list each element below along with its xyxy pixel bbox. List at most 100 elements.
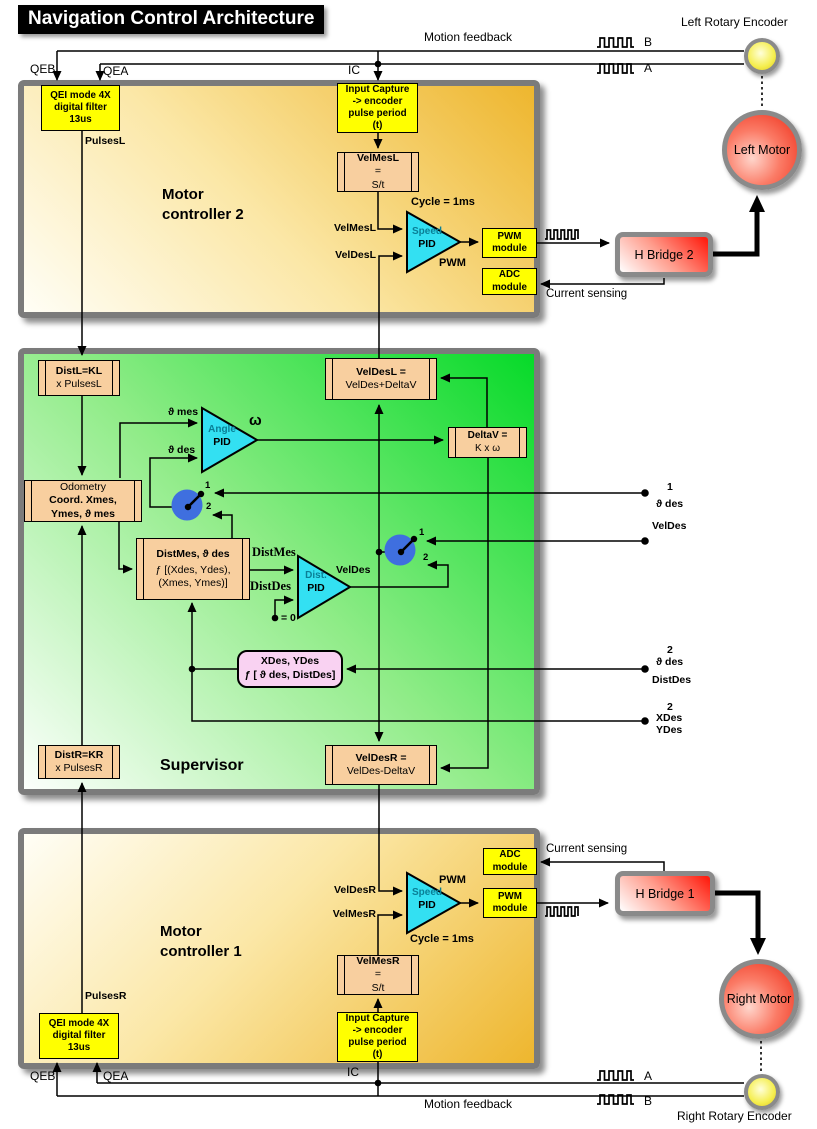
- angle-pid-word: PID: [213, 436, 231, 448]
- terminal-dot-theta-des-2: [641, 665, 649, 673]
- veldesr-register-sup: VelDesR = VelDes-DeltaV: [325, 745, 437, 785]
- pink-line2: ƒ [ ϑ des, DistDes]: [244, 669, 336, 681]
- deltav-line1: DeltaV =: [467, 430, 508, 441]
- odometry-line1: Odometry: [59, 481, 107, 494]
- terminal4-signal: XDes: [656, 712, 683, 724]
- velmesr-input-label: VelMesR: [332, 908, 376, 920]
- left-motor: Left Motor: [722, 110, 802, 190]
- omega-label: ω: [249, 412, 262, 429]
- angle-pid-triangle: [201, 406, 259, 474]
- terminal3-number: 2: [667, 644, 673, 656]
- velmesl-line1: VelMesL: [356, 152, 400, 165]
- theta-mes-line: [119, 418, 198, 478]
- motion-feedback-label-top: Motion feedback: [424, 30, 513, 44]
- velmesr-line2: =: [374, 968, 382, 981]
- f-coordinates-register: DistMes, ϑ des ƒ [(Xdes, Ydes), (Xmes, Y…: [136, 538, 250, 600]
- cycle-label-bottom: Cycle = 1ms: [410, 933, 474, 945]
- right-rotary-encoder-label: Right Rotary Encoder: [677, 1109, 792, 1123]
- dist-word: Dist.: [305, 570, 327, 581]
- qeb-label-top: QEB: [30, 62, 56, 76]
- ic-label-bottom: IC: [347, 1065, 359, 1079]
- square-wave-icon-a-top: [597, 63, 634, 74]
- terminal3-signal2: DistDes: [652, 674, 692, 686]
- veldesr-sup-line1: VelDesR =: [355, 751, 407, 764]
- speed-word-right: Speed: [411, 887, 442, 898]
- h-bridge-1: H Bridge 1: [615, 871, 715, 916]
- square-wave-icon-b-top: [597, 37, 634, 48]
- hbridge2-to-motor-arrow: [711, 195, 765, 257]
- pulsesl-label: PulsesL: [85, 135, 126, 147]
- switch1-pos1-label: 1: [205, 480, 211, 491]
- wave-b-label-bottom: B: [644, 1094, 653, 1108]
- pwm-wave-icon-top: [545, 229, 579, 240]
- h-bridge-1-label: H Bridge 1: [635, 886, 695, 901]
- velmesr-line3: S/t: [371, 981, 385, 994]
- right-rotary-encoder: [744, 1074, 780, 1110]
- speed-pid-label-right: Speed PID: [406, 887, 448, 912]
- switch2-pos1-label: 1: [419, 527, 425, 538]
- current-sensing-line-top: [540, 278, 665, 289]
- wave-b-label-top: B: [644, 35, 653, 49]
- qei-box-right: QEI mode 4X digital filter 13us: [39, 1013, 119, 1059]
- fbox-line1: DistMes, ϑ des: [156, 547, 230, 560]
- square-wave-icon-a-bottom: [597, 1070, 634, 1081]
- veldes-output-line: [350, 560, 449, 588]
- motor-controller-2-title: Motor controller 2: [162, 186, 244, 223]
- distr-line2: x PulsesR: [55, 762, 103, 774]
- distr-register: DistR=KR x PulsesR: [38, 745, 120, 779]
- left-motor-label: Left Motor: [733, 143, 791, 157]
- distl-register: DistL=KL x PulsesL: [38, 360, 120, 396]
- angle-word: Angle: [208, 424, 236, 435]
- qea-label-top: QEA: [103, 64, 129, 78]
- ic-label-top: IC: [348, 63, 360, 77]
- terminal4-number: 2: [667, 701, 673, 713]
- page-title: Navigation Control Architecture: [18, 5, 325, 34]
- speed-pid-label-left: Speed PID: [406, 226, 448, 251]
- right-motor: Right Motor: [719, 959, 799, 1039]
- left-rotary-encoder-label: Left Rotary Encoder: [681, 15, 788, 29]
- terminal4-signal2: YDes: [656, 724, 683, 736]
- veldes-label: VelDes: [336, 564, 371, 576]
- pwm-label-bottom: PWM: [439, 874, 466, 886]
- left-rotary-encoder: [744, 38, 780, 74]
- veldesr-sup-line2: VelDes-DeltaV: [346, 765, 416, 777]
- cycle-label-top: Cycle = 1ms: [411, 196, 475, 208]
- pwm-label-top: PWM: [439, 257, 466, 269]
- hbridge1-to-motor-arrow: [715, 890, 766, 955]
- veldesl-sup-line1: VelDesL =: [356, 365, 406, 378]
- qei-box-left: QEI mode 4X digital filter 13us: [41, 85, 120, 131]
- square-wave-icon-b-bottom: [597, 1094, 634, 1105]
- odometry-line3: Ymes, ϑ mes: [51, 507, 115, 520]
- odometry-register: Odometry Coord. Xmes, Ymes, ϑ mes: [24, 480, 142, 522]
- pink-line1: XDes, YDes: [260, 655, 320, 668]
- eq0-label: = 0: [281, 612, 296, 624]
- switch2-pos2-label: 2: [423, 552, 429, 563]
- velmesl-line3: S/t: [371, 178, 385, 191]
- theta-des-label: ϑ des: [168, 444, 196, 456]
- dist-pid-word: PID: [307, 582, 325, 594]
- velmesr-register: VelMesR = S/t: [337, 955, 419, 995]
- adc-module-bottom: ADC module: [483, 848, 537, 875]
- fbox-line3: (Xmes, Ymes)]: [158, 577, 228, 590]
- h-bridge-2-label: H Bridge 2: [634, 247, 694, 262]
- supervisor-title: Supervisor: [160, 757, 244, 774]
- pwm-module-bottom: PWM module: [483, 888, 537, 918]
- veldesl-register-sup: VelDesL = VelDes+DeltaV: [325, 358, 437, 400]
- motor-controller-1-block: [18, 828, 540, 1069]
- distr-line1: DistR=KR: [54, 748, 104, 761]
- fbox-line2: ƒ [(Xdes, Ydes),: [155, 563, 231, 576]
- veldesl-input-label: VelDesL: [335, 249, 376, 261]
- veldesr-line: [378, 785, 403, 896]
- motion-feedback-label-bottom: Motion feedback: [424, 1097, 513, 1111]
- angle-pid-label: Angle PID: [201, 424, 243, 449]
- speed-pid-triangle-right: [406, 871, 463, 935]
- odometry-line2: Coord. Xmes,: [49, 494, 117, 507]
- deltav-line2: K x ω: [474, 442, 501, 454]
- terminal-dot-xdes-ydes: [641, 717, 649, 725]
- veldesl-sup-line2: VelDes+DeltaV: [345, 379, 417, 391]
- pulsesr-label: PulsesR: [85, 990, 127, 1002]
- pid-word: PID: [418, 238, 436, 250]
- wave-a-label-bottom: A: [644, 1069, 653, 1083]
- deltav-register: DeltaV = K x ω: [448, 427, 527, 458]
